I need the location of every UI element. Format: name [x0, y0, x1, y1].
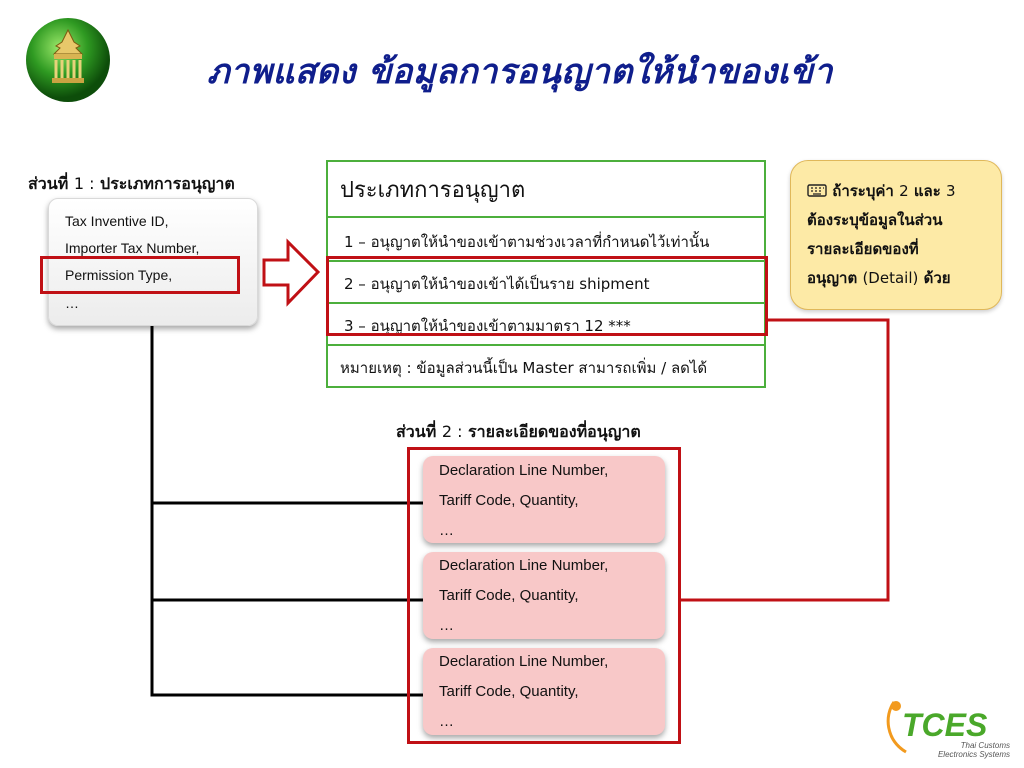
detail-line: Tariff Code, Quantity,	[439, 587, 579, 604]
permission-option-1: 1 – อนุญาตให้นำของเข้าตามช่วงเวลาที่กำหน…	[344, 233, 710, 251]
detail-line: Declaration Line Number,	[439, 557, 609, 574]
note-text-part: 3	[946, 182, 956, 200]
permission-remark-row: หมายเหตุ : ข้อมูลส่วนนี้เป็น Master สามา…	[328, 344, 764, 388]
options-to-details-line	[681, 318, 890, 602]
note-line-1: ถ้าระบุค่า 2 และ 3	[807, 177, 991, 206]
section1-name: ประเภทการอนุญาต	[100, 174, 235, 193]
right-arrow-icon	[262, 238, 321, 307]
detail-line: …	[439, 617, 454, 634]
keyboard-icon	[807, 184, 827, 197]
note-line-4: อนุญาต (Detail) ด้วย	[807, 264, 991, 293]
detail-line: Declaration Line Number,	[439, 653, 609, 670]
note-line-2: ต้องระบุข้อมูลในส่วน	[807, 211, 943, 229]
logo-sub1: Thai Customs	[961, 741, 1010, 750]
detail-line: Tariff Code, Quantity,	[439, 492, 579, 509]
section1-card: Tax Inventive ID, Importer Tax Number, P…	[48, 198, 258, 326]
section1-line: Tax Inventive ID,	[65, 213, 169, 229]
section1-prefix: ส่วนที่	[28, 174, 69, 193]
detail-card: Declaration Line Number, Tariff Code, Qu…	[423, 552, 665, 639]
detail-line: Declaration Line Number,	[439, 462, 609, 479]
permission-remark: หมายเหตุ : ข้อมูลส่วนนี้เป็น Master สามา…	[340, 359, 708, 377]
detail-line: …	[439, 522, 454, 539]
note-text-part: ถ้าระบุค่า	[832, 182, 894, 200]
section1-label: ส่วนที่ 1 : ประเภทการอนุญาต	[28, 172, 235, 197]
section1-number: 1 :	[73, 174, 95, 193]
note-text-part: และ	[913, 182, 941, 200]
note-callout: ถ้าระบุค่า 2 และ 3 ต้องระบุข้อมูลในส่วน …	[790, 160, 1002, 310]
permission-type-table: ประเภทการอนุญาต 1 – อนุญาตให้นำของเข้าตา…	[326, 160, 766, 388]
detail-line: Tariff Code, Quantity,	[439, 683, 579, 700]
section1-line-permission-type: Permission Type,	[65, 267, 173, 283]
permission-type-highlight	[40, 256, 240, 294]
note-text: ถ้าระบุค่า 2 และ 3 ต้องระบุข้อมูลในส่วน …	[807, 177, 991, 293]
logo-name: TCES	[902, 707, 988, 743]
section2-number: 2 :	[441, 422, 463, 441]
logo-sub2: Electronics Systems	[938, 750, 1010, 759]
note-text-part: ด้วย	[923, 269, 951, 287]
permission-table-title: ประเภทการอนุญาต	[340, 178, 526, 203]
detail-card: Declaration Line Number, Tariff Code, Qu…	[423, 456, 665, 543]
section1-line: …	[65, 295, 79, 311]
page-title: ภาพแสดง ข้อมูลการอนุญาตให้นำของเข้า	[207, 52, 833, 92]
detail-line: …	[439, 713, 454, 730]
section2-label: ส่วนที่ 2 : รายละเอียดของที่อนุญาต	[396, 420, 641, 445]
permission-option-row: 3 – อนุญาตให้นำของเข้าตามมาตรา 12 ***	[328, 302, 764, 346]
note-line-3: รายละเอียดของที่	[807, 240, 919, 258]
section1-line: Importer Tax Number,	[65, 240, 200, 256]
customs-emblem-icon	[26, 18, 110, 102]
detail-card: Declaration Line Number, Tariff Code, Qu…	[423, 648, 665, 735]
details-highlight	[407, 447, 681, 744]
note-text-part: อนุญาต	[807, 269, 858, 287]
options-2-3-highlight	[326, 256, 768, 336]
note-text-part: (Detail)	[862, 269, 919, 287]
note-text-part: 2	[899, 182, 909, 200]
permission-option-row: 2 – อนุญาตให้นำของเข้าได้เป็นราย shipmen…	[328, 260, 764, 304]
permission-option-row: 1 – อนุญาตให้นำของเข้าตามช่วงเวลาที่กำหน…	[328, 216, 764, 262]
section2-prefix: ส่วนที่	[396, 422, 437, 441]
permission-option-2: 2 – อนุญาตให้นำของเข้าได้เป็นราย shipmen…	[344, 275, 650, 293]
tces-logo: TCES Thai Customs Electronics Systems	[886, 701, 1010, 759]
permission-option-3: 3 – อนุญาตให้นำของเข้าตามมาตรา 12 ***	[344, 317, 631, 335]
section1-to-details-line	[150, 324, 425, 697]
section2-name: รายละเอียดของที่อนุญาต	[468, 422, 641, 441]
